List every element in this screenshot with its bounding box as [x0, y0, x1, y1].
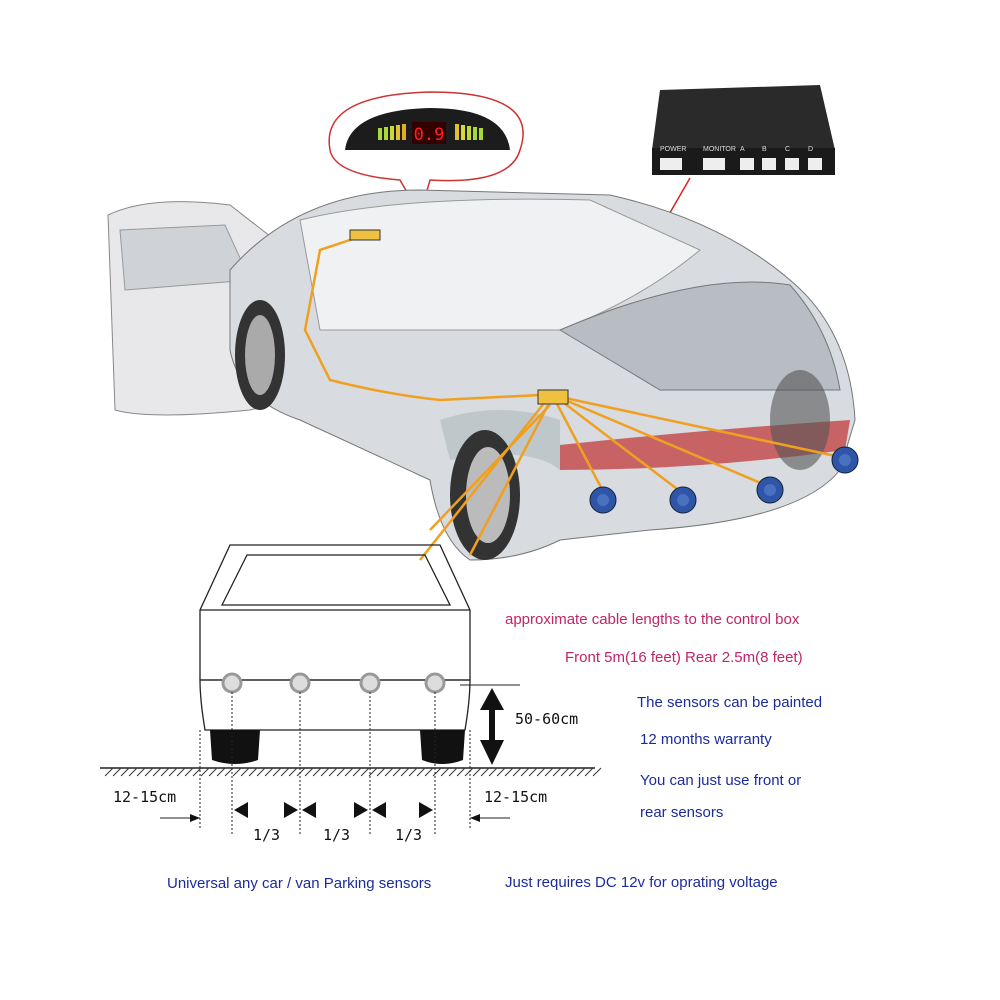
dash-display — [349, 229, 381, 241]
spacing-label: 1/3 — [323, 826, 351, 844]
dimension-arrow — [234, 802, 248, 818]
universal-note: Universal any car / van Parking sensors — [167, 875, 432, 892]
cable-title: approximate cable lengths to the control… — [505, 611, 800, 628]
dimension-arrow — [284, 802, 298, 818]
right-tire — [420, 730, 465, 764]
port-connector — [703, 158, 725, 170]
port-label: POWER — [660, 146, 687, 153]
rear-sensors — [589, 446, 859, 514]
sensor-position — [359, 672, 381, 694]
front-rear-note: You can just use front or — [640, 772, 802, 789]
dimension-arrow — [302, 802, 316, 818]
display-callout-bubble — [328, 91, 524, 217]
warranty-note: 12 months warranty — [640, 731, 772, 748]
port-connector — [660, 158, 682, 170]
front-rear-note-2: rear sensors — [640, 804, 724, 821]
sensor-cables — [303, 233, 846, 561]
cable-lengths: Front 5m(16 feet) Rear 2.5m(8 feet) — [565, 649, 803, 666]
dimension-arrow — [372, 802, 386, 818]
cabin-control-box — [537, 389, 569, 405]
display-reading: 0.9 — [414, 125, 445, 145]
edge-right-label: 12-15cm — [484, 788, 548, 806]
port-connector — [762, 158, 776, 170]
port-label: A — [740, 146, 745, 153]
left-tire — [210, 730, 260, 764]
edge-left-label: 12-15cm — [113, 788, 177, 806]
sensor-position — [289, 672, 311, 694]
port-connector — [740, 158, 754, 170]
sensor-position — [221, 672, 243, 694]
port-label: C — [785, 146, 791, 153]
car-rear-schematic — [199, 544, 471, 731]
display-bars-right — [455, 124, 483, 140]
painted-note: The sensors can be painted — [637, 694, 823, 711]
height-label: 50-60cm — [515, 710, 579, 728]
port-label: MONITOR — [703, 146, 736, 153]
display-digit-window — [412, 122, 446, 144]
sensor-position — [424, 672, 446, 694]
port-connector — [808, 158, 822, 170]
spacing-label: 1/3 — [395, 826, 423, 844]
dimension-arrow — [354, 802, 368, 818]
port-label: B — [762, 146, 767, 153]
display-bars-left — [378, 124, 406, 140]
spacing-label: 1/3 — [253, 826, 281, 844]
port-label: D — [808, 146, 814, 153]
voltage-note: Just requires DC 12v for oprating voltag… — [505, 874, 778, 891]
port-connector — [785, 158, 799, 170]
height-arrow — [480, 688, 504, 710]
dimension-arrow — [419, 802, 433, 818]
